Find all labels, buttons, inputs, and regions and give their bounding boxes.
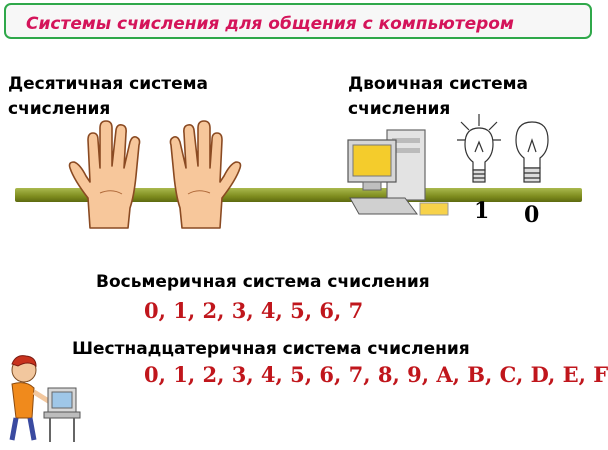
- decimal-label-line1: Десятичная система: [8, 74, 208, 94]
- unlit-bulb-icon: [515, 121, 549, 183]
- hex-label: Шестнадцатеричная система счисления: [72, 339, 470, 359]
- hex-digits: 0, 1, 2, 3, 4, 5, 6, 7, 8, 9, A, B, C, D…: [144, 362, 608, 387]
- decimal-label-line2: счисления: [8, 99, 111, 119]
- title-banner: Системы счисления для общения с компьюте…: [4, 3, 592, 39]
- octal-label: Восьмеричная система счисления: [96, 272, 430, 292]
- page-title: Системы счисления для общения с компьюте…: [26, 14, 514, 34]
- binary-digit-zero: 0: [524, 202, 540, 228]
- lit-bulb-icon: [457, 114, 501, 183]
- octal-digits: 0, 1, 2, 3, 4, 5, 6, 7: [144, 298, 364, 323]
- binary-digit-one: 1: [474, 198, 490, 224]
- binary-label-line1: Двоичная система: [348, 74, 529, 94]
- person-at-computer-icon: [9, 355, 81, 442]
- binary-label-line2: счисления: [348, 99, 451, 119]
- computer-icon: [347, 129, 449, 216]
- hands-icon: [68, 120, 242, 229]
- divider-bar: [15, 188, 582, 202]
